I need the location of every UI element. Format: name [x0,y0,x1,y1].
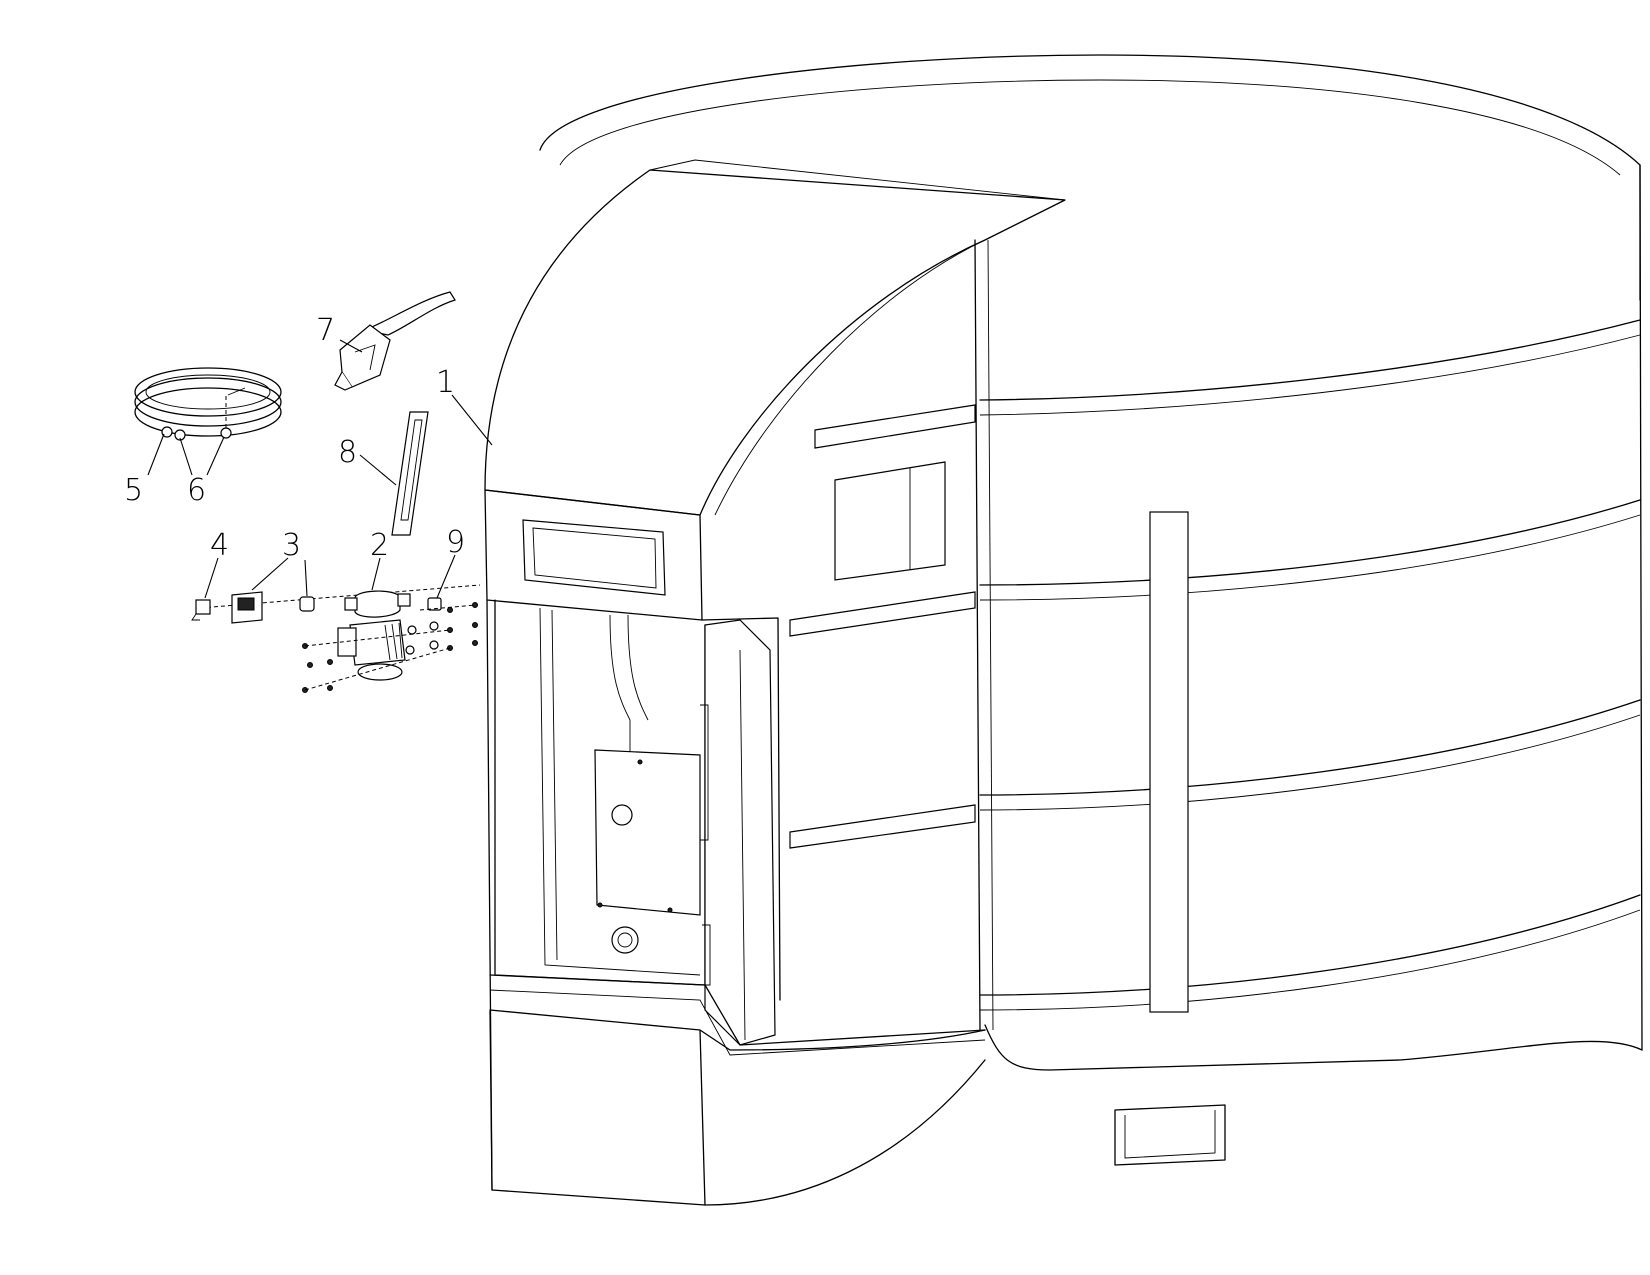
cabinet-base-ledge [489,974,986,1046]
cabinet-side-window [834,461,946,581]
leader-4 [204,557,219,599]
connector-nipple [299,596,315,612]
callout-1: 1 [436,365,455,400]
cabinet-display-window [522,519,666,596]
internal-mounting-plate [594,749,701,916]
callout-2: 2 [370,528,389,563]
hose-end-fitting [161,426,173,438]
internal-fitting [611,926,639,954]
nozzle-holder [391,411,429,536]
part-4-fitting [191,599,211,621]
callout-labels: 1 2 3 4 5 6 7 8 9 [124,313,465,563]
fuel-tank [539,54,1643,1166]
callout-3: 3 [282,528,301,563]
tank-band-4b [979,909,1641,1011]
leader-2 [371,557,381,591]
tank-band-4 [979,894,1641,996]
pump-motor [337,619,406,681]
callout-5: 5 [124,473,143,508]
hose-clamp-a [174,429,186,441]
cabinet-hood-outer [484,169,1066,516]
tank-band-2 [979,499,1641,586]
leader-6a [179,437,193,476]
internal-hose [609,614,631,755]
forklift-pocket [1114,1104,1226,1166]
dispenser-cabinet [484,159,1066,1206]
leader-1 [451,394,493,446]
leader-lines [147,339,493,599]
cabinet-slot-lower [789,804,976,849]
tank-top-rim [539,54,1641,301]
leader-6b [206,436,225,476]
fuel-nozzle [334,291,456,391]
tank-bottom [984,1024,1643,1071]
cabinet-plinth [489,1009,706,1206]
tank-band-3b [979,714,1641,811]
callout-7: 7 [316,313,335,348]
callout-4: 4 [210,528,229,563]
callout-6: 6 [187,473,206,508]
hose-coil [134,367,282,441]
part-9-elbow [427,597,442,611]
part-3-flow-meter [231,591,263,624]
tank-vertical-post [1149,511,1189,1013]
mounting-screws [302,602,478,693]
leader-8 [359,454,397,486]
hose-clamp-b [220,427,232,439]
tank-band-1 [979,319,1641,401]
callout-9: 9 [446,525,465,560]
tank-band-3 [979,699,1641,796]
pump-assembly [191,584,481,693]
callout-8: 8 [338,435,357,470]
leader-9 [436,554,456,599]
cabinet-slot-upper [814,404,976,449]
tank-band-1b [979,334,1641,416]
leader-3b [304,559,308,597]
cabinet-slot-middle [789,591,976,637]
tank-right-edge [1639,164,1643,1051]
part-2-pump-head [344,590,411,618]
tank-top-inner-rim [559,79,1621,176]
leader-3 [251,557,289,591]
tank-band-2b [979,514,1641,601]
leader-5 [147,433,165,476]
leader-7 [339,339,363,353]
